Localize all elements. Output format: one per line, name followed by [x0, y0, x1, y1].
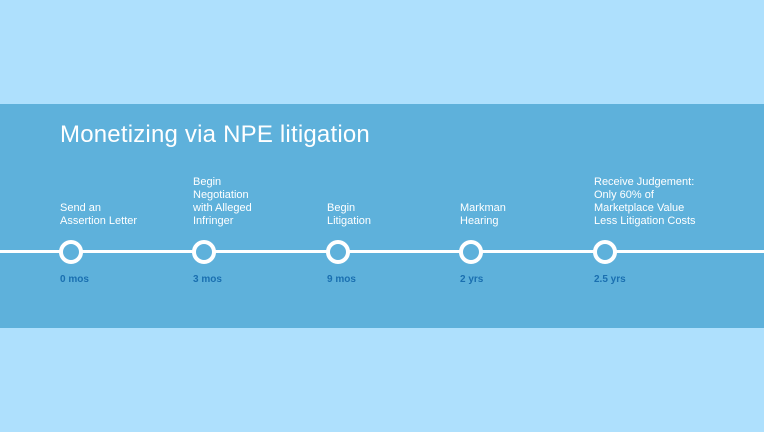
milestone-assertion-letter: Send an Assertion Letter 0 mos: [59, 0, 210, 432]
milestone-node: [59, 240, 83, 264]
milestone-time: 3 mos: [193, 274, 222, 285]
milestone-negotiation: Begin Negotiation with Alleged Infringer…: [192, 0, 343, 432]
milestone-litigation: Begin Litigation 9 mos: [326, 0, 477, 432]
timeline-track: [0, 250, 764, 253]
milestone-label: Begin Litigation: [327, 202, 372, 227]
milestone-time: 9 mos: [327, 274, 356, 285]
milestone-node: [459, 240, 483, 264]
milestone-node: [326, 240, 350, 264]
milestone-label: Receive Judgement: Only 60% of Marketpla…: [594, 176, 696, 227]
milestone-markman-hearing: Markman Hearing 2 yrs: [459, 0, 610, 432]
diagram-title: Monetizing via NPE litigation: [60, 121, 370, 148]
milestone-time: 2.5 yrs: [594, 274, 626, 285]
milestone-judgement: Receive Judgement: Only 60% of Marketpla…: [593, 0, 744, 432]
milestone-time: 2 yrs: [460, 274, 484, 285]
timeline-panel: [0, 104, 764, 328]
milestone-label: Begin Negotiation with Alleged Infringer: [193, 176, 252, 227]
milestone-label: Send an Assertion Letter: [60, 202, 138, 227]
milestone-label: Markman Hearing: [460, 202, 506, 227]
milestone-time: 0 mos: [60, 274, 89, 285]
milestone-node: [593, 240, 617, 264]
milestone-node: [192, 240, 216, 264]
